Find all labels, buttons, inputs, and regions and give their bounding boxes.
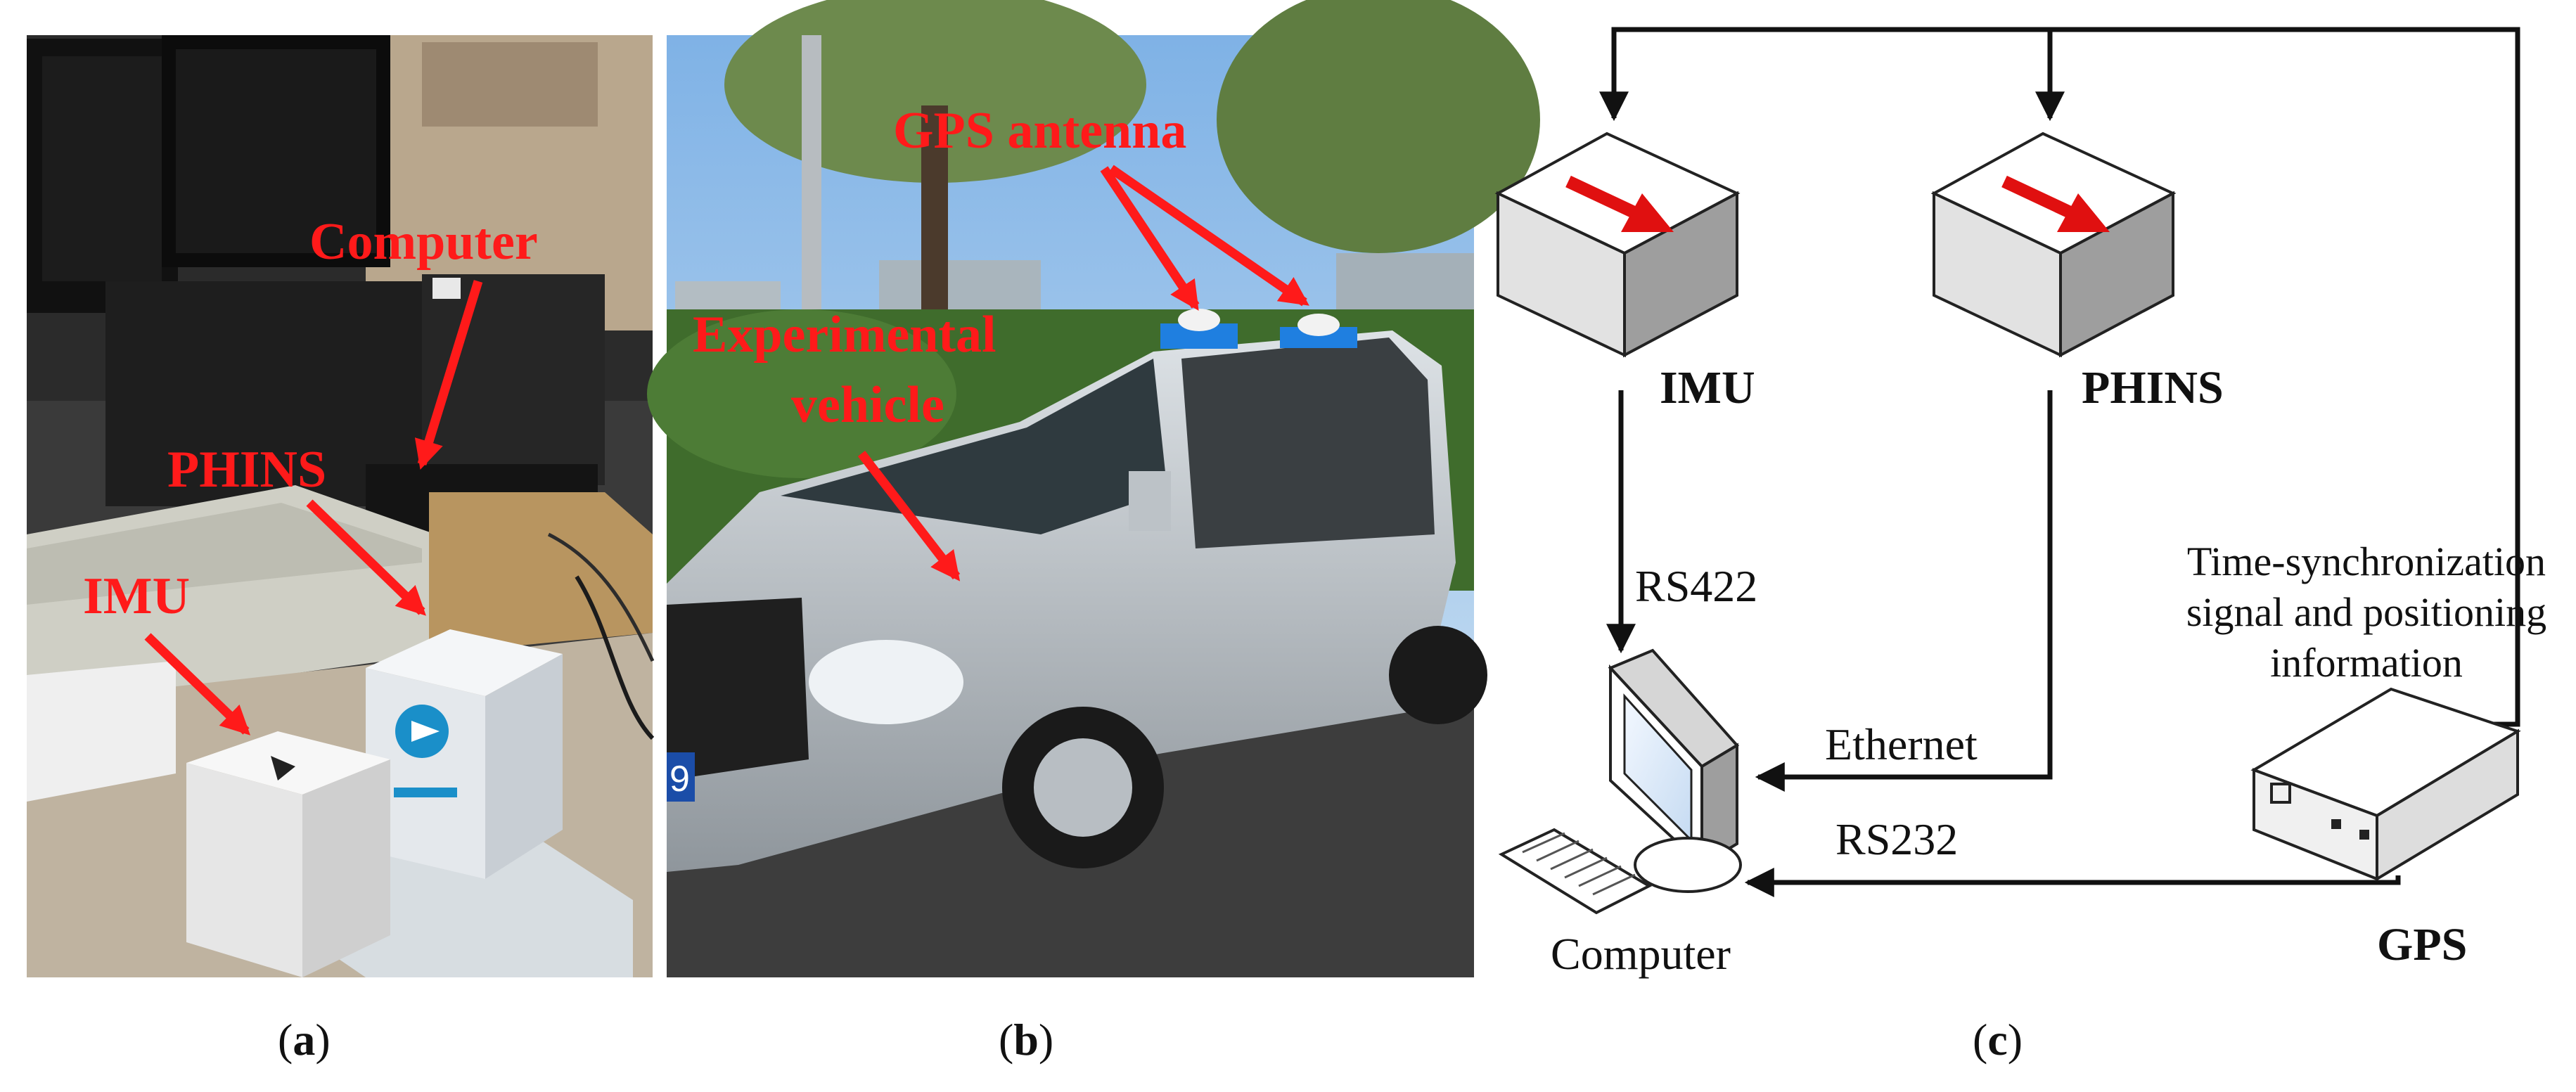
monitor-left bbox=[27, 39, 178, 313]
side-window bbox=[1181, 338, 1435, 548]
caption-b: (b) bbox=[999, 1015, 1053, 1065]
sync-text-line3: information bbox=[2270, 640, 2463, 686]
phins-to-computer-line bbox=[1755, 390, 2053, 792]
caption-a: (a) bbox=[278, 1015, 331, 1065]
link-rs422-label: RS422 bbox=[1635, 561, 1757, 611]
label-vehicle-line2: vehicle bbox=[791, 376, 944, 434]
grille bbox=[667, 598, 809, 781]
building bbox=[1336, 253, 1474, 316]
label-phins-photo: PHINS bbox=[167, 441, 326, 499]
panel-b-photo: 9 GPS antenna Experimental vehicle bbox=[647, 0, 1540, 977]
vehicle-arrow bbox=[857, 451, 961, 582]
node-imu-label: IMU bbox=[1660, 362, 1755, 413]
label-gps-antenna: GPS antenna bbox=[893, 102, 1186, 160]
imu-arrow bbox=[144, 633, 250, 736]
gps-sync-line-to-imu bbox=[1599, 27, 2520, 727]
label-imu-photo: IMU bbox=[83, 567, 190, 625]
link-rs232-label: RS232 bbox=[1835, 814, 1958, 864]
monitor-right bbox=[162, 35, 390, 267]
phins-device-photo bbox=[366, 629, 563, 879]
phins-arrow bbox=[306, 499, 426, 616]
license-plate bbox=[667, 752, 695, 802]
gps-receiver-icon bbox=[2250, 687, 2521, 882]
rear-wheel bbox=[1389, 626, 1487, 724]
sync-text-line1: Time-synchronization bbox=[2187, 539, 2546, 584]
node-computer-label: Computer bbox=[1551, 929, 1731, 979]
tree bbox=[1217, 0, 1540, 253]
gps-antenna-right bbox=[1280, 314, 1357, 348]
label-computer: Computer bbox=[309, 213, 538, 271]
windshield bbox=[781, 359, 1167, 534]
imu-device-icon bbox=[1494, 131, 1741, 358]
experimental-vehicle: 9 bbox=[667, 330, 1487, 872]
computer-icon bbox=[1498, 648, 1742, 915]
label-vehicle-line1: Experimental bbox=[693, 306, 997, 364]
phins-device-icon bbox=[1930, 131, 2177, 358]
plate-fragment: 9 bbox=[669, 759, 690, 799]
panel-c-diagram: IMU PHINS RS422 Ethernet RS232 Time-sync… bbox=[1494, 27, 2546, 979]
imu-direction-arrow bbox=[1565, 175, 1641, 221]
tree bbox=[724, 0, 1146, 183]
headlight bbox=[809, 640, 963, 724]
node-phins-label: PHINS bbox=[2082, 362, 2224, 413]
gps-antenna-left bbox=[1160, 309, 1238, 349]
building bbox=[879, 260, 1041, 316]
gps-arrow-left bbox=[1100, 166, 1200, 311]
node-gps-label: GPS bbox=[2377, 919, 2467, 970]
imu-device-photo bbox=[186, 731, 390, 977]
computer-arrow bbox=[414, 280, 483, 470]
panel-a-photo: Computer PHINS IMU bbox=[27, 35, 655, 977]
link-ethernet-label: Ethernet bbox=[1825, 719, 1978, 769]
gps-to-computer-line bbox=[1744, 868, 2401, 897]
keyboard-icon bbox=[1498, 828, 1653, 915]
gps-arrow-right bbox=[1108, 165, 1309, 307]
sync-text-line2: signal and positioning bbox=[2186, 589, 2546, 635]
caption-c: (c) bbox=[1973, 1015, 2023, 1065]
phins-direction-arrow bbox=[2001, 175, 2077, 221]
